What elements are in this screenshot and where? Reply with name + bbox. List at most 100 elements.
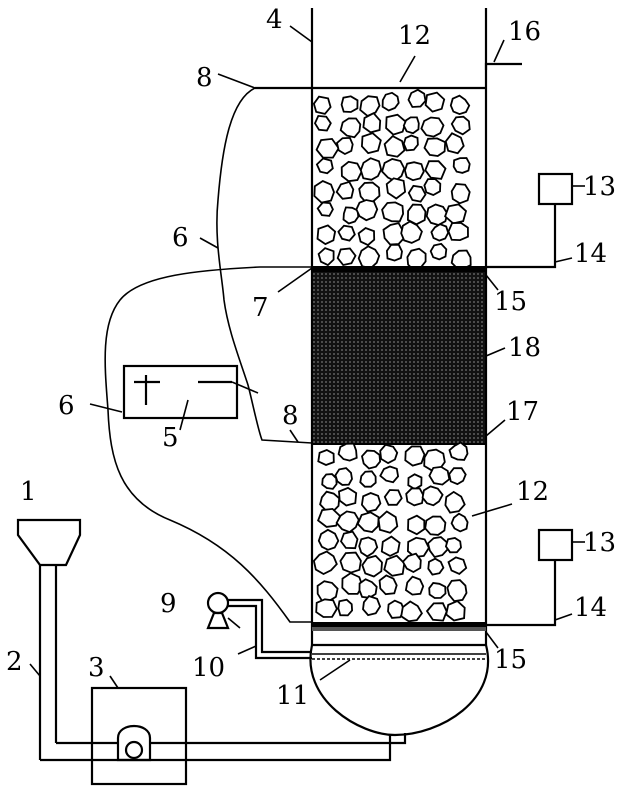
packing-pebble: [427, 557, 445, 576]
packing-pebble: [400, 220, 423, 244]
packing-pebble: [360, 132, 382, 155]
packing-pebble: [317, 528, 340, 551]
packing-pebble: [362, 112, 382, 134]
packing-pebble: [444, 537, 462, 554]
packing-pebble: [444, 132, 465, 155]
label-13-bottom: 13: [583, 528, 616, 558]
packing-pebble: [407, 184, 427, 203]
packing-pebble: [447, 556, 468, 575]
label-15-bottom: 15: [494, 645, 527, 675]
feed-pipe: [40, 733, 407, 762]
sensor-lower: [486, 528, 574, 627]
packing-pebble: [425, 602, 448, 622]
packing-pebble: [341, 572, 364, 595]
packing-pebble: [313, 179, 335, 204]
packing-pebble: [383, 489, 403, 506]
label-12-bottom: 12: [516, 477, 549, 507]
packing-pebble: [406, 536, 430, 558]
packing-pebble: [452, 157, 471, 174]
packing-pebble: [381, 91, 400, 112]
label-1: 1: [20, 477, 37, 507]
packing-pebble: [444, 490, 466, 514]
packing-pebble: [387, 599, 406, 619]
packing-pebble: [448, 441, 469, 461]
packing-pebble: [315, 137, 340, 159]
power-supply: [122, 364, 239, 420]
packing-pebble: [378, 574, 398, 596]
packing-pebble: [361, 449, 382, 470]
packing-pebble: [359, 95, 381, 117]
label-6-left: 6: [58, 391, 75, 421]
packing-pebble: [407, 473, 423, 491]
packing-pebble: [339, 530, 359, 550]
packing-pebble: [312, 550, 338, 576]
label-7: 7: [252, 293, 269, 323]
outlet-pipe: [484, 62, 522, 70]
packing-pebble: [339, 117, 362, 139]
packing-pebble: [357, 245, 381, 270]
packing-pebble: [356, 511, 380, 533]
packing-pebble: [426, 536, 449, 559]
packing-pebble: [404, 575, 425, 596]
packing-pebble: [450, 183, 471, 205]
label-9: 9: [160, 589, 177, 619]
packing-pebble: [315, 598, 338, 618]
packing-pebble: [428, 465, 451, 486]
label-12-top: 12: [398, 21, 431, 51]
packing-pebble: [379, 465, 400, 484]
feed-pump: [90, 686, 188, 786]
label-11: 11: [276, 681, 309, 711]
label-15-top: 15: [494, 287, 527, 317]
packing-pebble: [401, 552, 422, 574]
packing-pebble: [355, 199, 379, 222]
air-pump: [206, 591, 230, 630]
packing-pebble: [360, 492, 382, 513]
packing-pebble: [383, 134, 406, 158]
air-pipe: [228, 598, 312, 660]
packing-pebble: [316, 201, 334, 217]
packing-pebble: [423, 137, 447, 157]
packing-pebble: [403, 161, 425, 182]
packing-pebble: [336, 247, 357, 266]
packing-pebble: [359, 470, 377, 488]
packing-pebble: [362, 595, 382, 617]
label-14-top: 14: [574, 239, 607, 269]
label-14-bottom: 14: [574, 593, 607, 623]
packing-pebble: [450, 249, 472, 270]
label-3: 3: [88, 653, 105, 683]
packing-pebble: [313, 114, 332, 132]
packing-pebble: [377, 510, 399, 534]
packing-pebble: [379, 443, 399, 465]
packing-pebble: [424, 91, 446, 113]
packing-pebble: [407, 88, 427, 108]
packing-pebble: [340, 95, 359, 113]
sensor-upper: [486, 172, 574, 269]
packing-pebble: [430, 223, 450, 242]
packing-pebble: [338, 486, 358, 507]
leader-lines: [29, 25, 585, 689]
packing-pebble: [358, 536, 379, 558]
packing-pebble: [423, 178, 442, 196]
packing-pebble: [383, 554, 406, 577]
packing-pebble: [385, 113, 407, 136]
packing-pebble: [404, 445, 426, 467]
packing-pebble: [402, 134, 419, 152]
label-6-top: 6: [172, 223, 189, 253]
packing-pebble: [444, 203, 468, 225]
packing-pebble: [335, 180, 355, 200]
label-4: 4: [266, 5, 283, 35]
bottom-chamber: [309, 644, 489, 737]
label-8-mid: 8: [282, 401, 299, 431]
packing-pebble: [420, 116, 445, 138]
packing-pebble: [424, 515, 447, 536]
packing-pebble: [334, 467, 353, 486]
lower-electrode-plate: [312, 622, 486, 647]
upper-packing-bed: [312, 88, 472, 272]
packing-pebble: [421, 485, 444, 507]
packing-pebble: [340, 160, 363, 183]
packing-pebble: [317, 247, 335, 267]
packing-pebble: [450, 512, 469, 533]
packing-pebble: [450, 115, 471, 136]
packing-pebble: [381, 201, 405, 223]
wire-top: [216, 87, 313, 444]
